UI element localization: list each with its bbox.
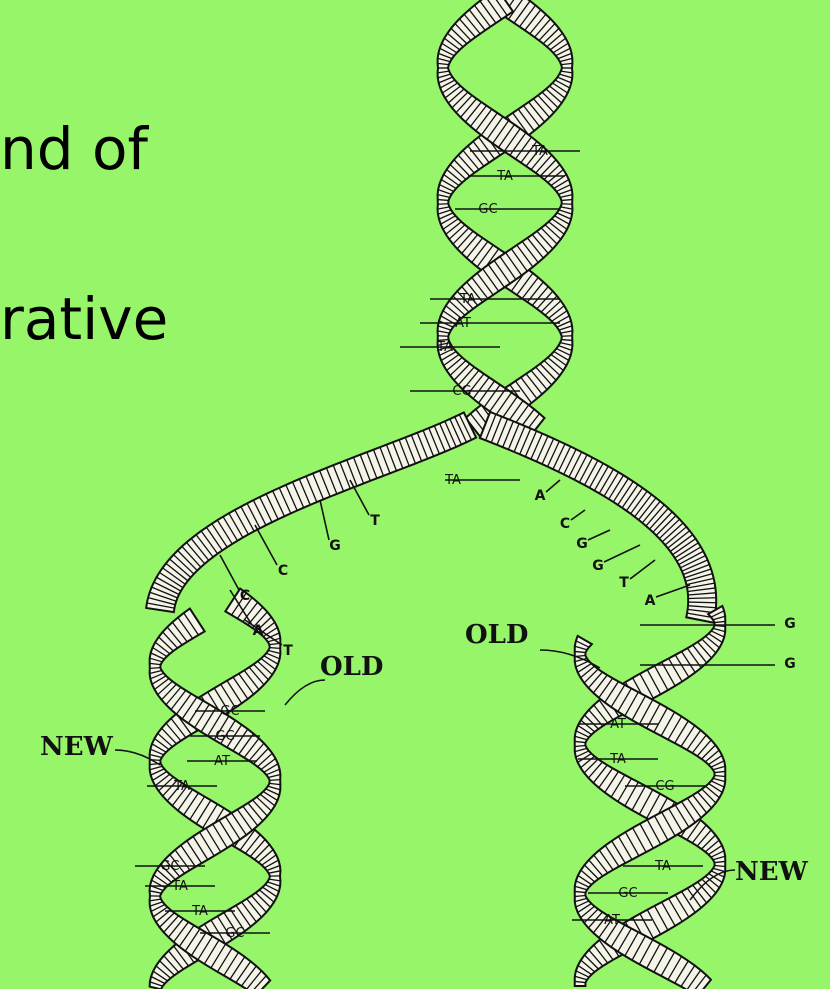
old-label-right: OLD <box>465 620 528 650</box>
top-strand-b-hatch <box>438 336 448 337</box>
left-pair-2: AT <box>214 754 230 769</box>
right-base-4: T <box>619 575 629 591</box>
top-pair-4: AT <box>455 316 471 331</box>
right-base-3-line <box>604 545 640 562</box>
right-base-0: A <box>535 488 546 504</box>
right-base-3: G <box>592 558 604 574</box>
left-pair-1: GC <box>215 729 234 744</box>
right-pair-4: GC <box>618 886 637 901</box>
right-base-4-line <box>630 560 655 579</box>
fork-right-old-hatch <box>688 602 716 603</box>
top-pair-2: GC <box>478 202 497 217</box>
top-pair-7: TA <box>444 473 461 488</box>
left-daughter-b-hatch <box>150 668 161 669</box>
left-base-3: C <box>240 588 250 604</box>
left-pair-0: GC <box>220 704 239 719</box>
left-daughter-b-hatch <box>270 780 281 781</box>
fork-right-old <box>480 412 716 623</box>
right-base-1-line <box>571 510 585 520</box>
right-pair-0: AT <box>610 717 626 732</box>
right-pair-5: AT <box>604 913 620 928</box>
fork-left-old <box>146 412 476 612</box>
right-base-1: C <box>560 516 570 532</box>
top-pair-3: TA <box>459 292 476 307</box>
fork-right-old-outline <box>480 412 716 623</box>
top-strand-b-hatch <box>561 200 572 201</box>
left-pair-4: GC <box>160 859 179 874</box>
top-strand-b-hatch <box>562 204 572 205</box>
left-daughter-a-hatch <box>270 648 281 649</box>
fork-right-old-hatch <box>688 598 716 599</box>
right-new-base-1: G <box>784 656 796 672</box>
left-base-1: G <box>329 538 341 554</box>
right-base-5-line <box>656 585 690 597</box>
right-pair-1: TA <box>609 752 626 767</box>
top-strand-a-hatch <box>438 200 449 201</box>
top-pair-6: CG <box>452 384 471 399</box>
old-label-left: OLD <box>320 652 383 682</box>
left-base-0: T <box>370 513 380 529</box>
right-base-2: G <box>576 536 588 552</box>
top-strand-a-hatch <box>438 204 448 205</box>
left-base-2-line <box>255 525 277 565</box>
left-base-1-line <box>320 500 329 540</box>
left-pair-5: TA <box>171 879 188 894</box>
new-label-right: NEW <box>735 857 809 887</box>
left-base-2: C <box>278 563 288 579</box>
fork-left-old-outline <box>146 412 476 612</box>
right-pair-3: TA <box>654 859 671 874</box>
right-pair-2: CG <box>655 779 674 794</box>
right-base-5: A <box>645 593 656 609</box>
top-pair-1: TA <box>496 169 513 184</box>
top-pair-0: TA <box>531 144 548 159</box>
right-new-base-0: G <box>784 616 796 632</box>
right-base-0-line <box>546 480 560 492</box>
old-label-left-leader <box>285 680 325 705</box>
top-strand-a-hatch <box>562 336 572 337</box>
left-base-3-line <box>220 555 239 590</box>
left-pair-6: TA <box>191 904 208 919</box>
top-strand-a-hatch <box>561 340 572 341</box>
left-pair-7: GC <box>225 926 244 941</box>
left-pair-3: TA <box>173 779 190 794</box>
left-base-4: A <box>253 623 264 639</box>
top-pair-5: TA <box>436 340 453 355</box>
left-base-5: T <box>283 643 293 659</box>
helix-strands <box>146 0 725 989</box>
right-base-2-line <box>588 530 610 540</box>
new-label-left: NEW <box>40 732 114 762</box>
